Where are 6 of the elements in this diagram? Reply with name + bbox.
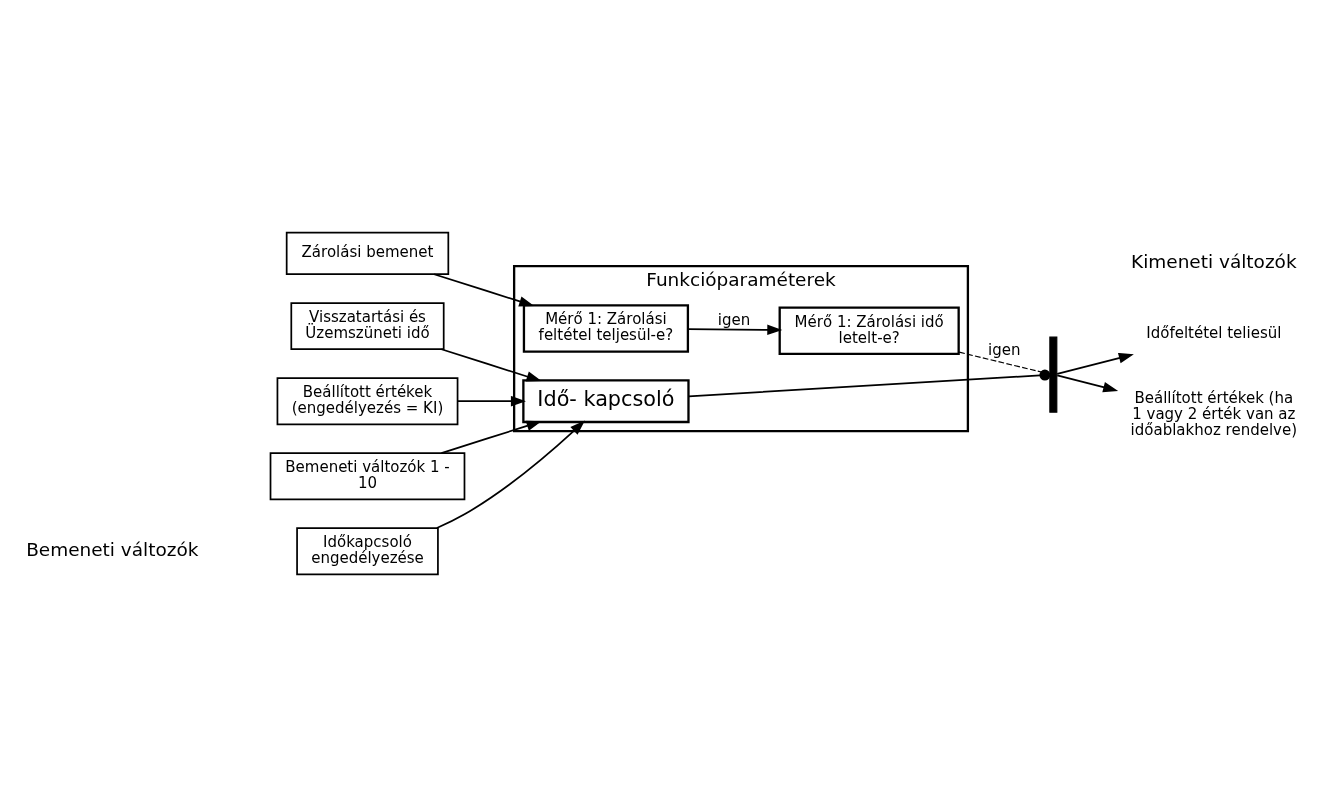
edge-label: igen [717,311,751,330]
label: Kimeneti változók [1131,251,1297,273]
node-text: Beállított értékek (ha 1 vagy 2 érték van az időablakhoz rendelve) [1130,388,1298,440]
edge-label: igen [988,341,1021,360]
node-text: Időfeltétel teliesül [1146,324,1282,343]
label: Bemeneti változók [26,538,199,560]
